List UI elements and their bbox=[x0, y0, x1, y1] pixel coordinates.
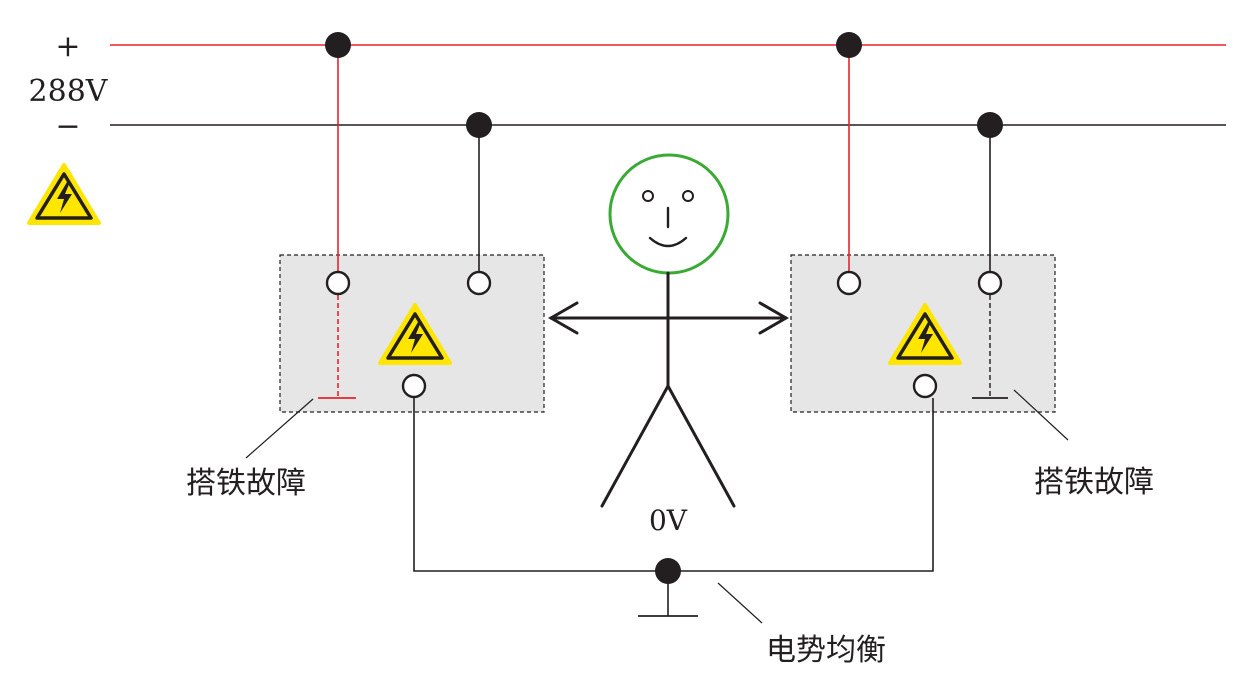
person-smile bbox=[648, 236, 688, 248]
left-ground-fault-label: 搭铁故障 bbox=[186, 466, 306, 501]
junction-dot bbox=[466, 112, 492, 138]
positive-terminal-sign: + bbox=[55, 29, 80, 64]
equipotential-leader bbox=[717, 582, 763, 624]
left-chassis-terminal bbox=[401, 373, 427, 399]
left-negative-terminal bbox=[466, 270, 492, 296]
negative-terminal-sign: − bbox=[55, 109, 80, 144]
left-fault-leader bbox=[245, 398, 314, 459]
equipotential-bonding-label: 电势均衡 bbox=[766, 633, 886, 668]
person-left-leg bbox=[600, 384, 670, 508]
person-left-eye bbox=[642, 190, 654, 202]
person-voltage-label: 0V bbox=[649, 504, 688, 537]
right-positive-terminal bbox=[836, 270, 862, 296]
equipotential-bonding-wire bbox=[413, 398, 934, 572]
person-right-leg bbox=[666, 384, 736, 508]
right-chassis-terminal bbox=[912, 373, 938, 399]
right-fault-leader bbox=[1013, 389, 1069, 441]
person-right-hand bbox=[758, 301, 790, 335]
high-voltage-warning-icon bbox=[27, 163, 101, 225]
person-left-hand bbox=[547, 301, 579, 335]
junction-dot bbox=[836, 32, 862, 58]
right-negative-terminal bbox=[977, 270, 1003, 296]
left-positive-terminal bbox=[325, 270, 351, 296]
person-right-eye bbox=[682, 190, 694, 202]
right-ground-fault-label: 搭铁故障 bbox=[1034, 465, 1154, 500]
junction-dot bbox=[655, 558, 681, 584]
junction-dot bbox=[977, 112, 1003, 138]
junction-dot bbox=[325, 32, 351, 58]
supply-voltage-label: 288V bbox=[29, 74, 109, 109]
person-figure bbox=[547, 153, 790, 508]
